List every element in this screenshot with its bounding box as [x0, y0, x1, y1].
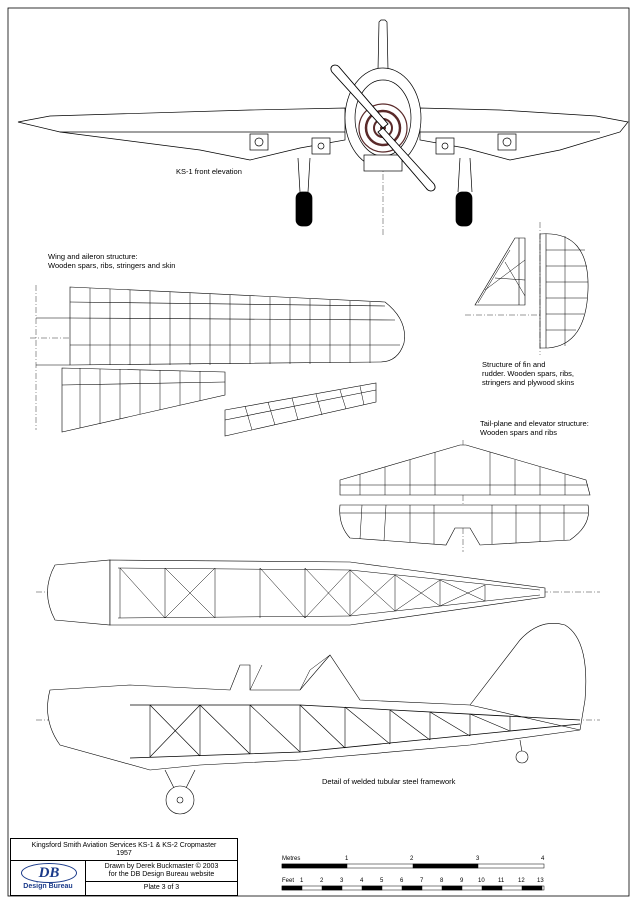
tailplane-subtitle: Wooden spars and ribs [480, 428, 557, 437]
logo-cell: DB Design Bureau [11, 860, 86, 895]
feet-tick-9: 9 [460, 878, 464, 884]
fin-structure-line3: stringers and plywood skins [482, 378, 575, 387]
wing-structure-drawing [30, 285, 405, 437]
feet-tick-12: 12 [518, 878, 525, 884]
feet-tick-13: 13 [537, 878, 544, 884]
feet-tick-1: 1 [300, 878, 304, 884]
fin-structure-line1: Structure of fin and [482, 360, 546, 369]
wing-ribs [89, 288, 371, 365]
feet-tick-6: 6 [400, 878, 404, 884]
tailplane-title: Tail-plane and elevator structure: [480, 419, 589, 428]
feet-tick-3: 3 [340, 878, 344, 884]
title-block: Kingsford Smith Aviation Services KS-1 &… [10, 838, 238, 896]
sheet-border [7, 7, 630, 897]
db-logo-text: DB [38, 865, 60, 881]
wing-structure-title: Wing and aileron structure: [48, 252, 138, 261]
plate-number: Plate 3 of 3 [143, 884, 180, 891]
framework-label: Detail of welded tubular steel framework [322, 777, 456, 786]
plate-divider [86, 881, 237, 882]
db-logo-subtitle: Design Bureau [23, 883, 73, 890]
feet-tick-4: 4 [360, 878, 364, 884]
feet-tick-10: 10 [478, 878, 485, 884]
drawing-year: 1957 [116, 850, 132, 857]
tailplane-drawing [339, 440, 591, 552]
metres-label: Metres [282, 856, 301, 862]
metres-tick-2: 2 [410, 856, 414, 862]
metres-tick-1: 1 [345, 856, 349, 862]
front-elevation-label: KS-1 front elevation [176, 167, 242, 176]
fuselage-plan-drawing [36, 559, 600, 626]
fin-structure-line2: rudder. Wooden spars, ribs, [482, 369, 574, 378]
scale-bars [281, 863, 545, 891]
title-divider [11, 860, 237, 861]
feet-tick-2: 2 [320, 878, 324, 884]
feet-label: Feet [282, 878, 295, 884]
db-logo: DB [21, 863, 77, 883]
wing-structure-subtitle: Wooden spars, ribs, stringers and skin [48, 261, 176, 270]
metres-tick-4: 4 [541, 856, 545, 862]
feet-tick-11: 11 [498, 878, 505, 884]
feet-tick-7: 7 [420, 878, 424, 884]
front-elevation-drawing [17, 19, 629, 235]
fuselage-side-drawing [36, 623, 600, 815]
credit-line2: for the DB Design Bureau website [108, 871, 215, 878]
feet-tick-8: 8 [440, 878, 444, 884]
feet-tick-5: 5 [380, 878, 384, 884]
fin-rudder-drawing [465, 222, 589, 355]
credit-cell: Drawn by Derek Buckmaster © 2003 for the… [86, 860, 237, 895]
metres-tick-3: 3 [476, 856, 480, 862]
credit-line1: Drawn by Derek Buckmaster © 2003 [104, 863, 219, 870]
drawing-title: Kingsford Smith Aviation Services KS-1 &… [31, 842, 217, 849]
